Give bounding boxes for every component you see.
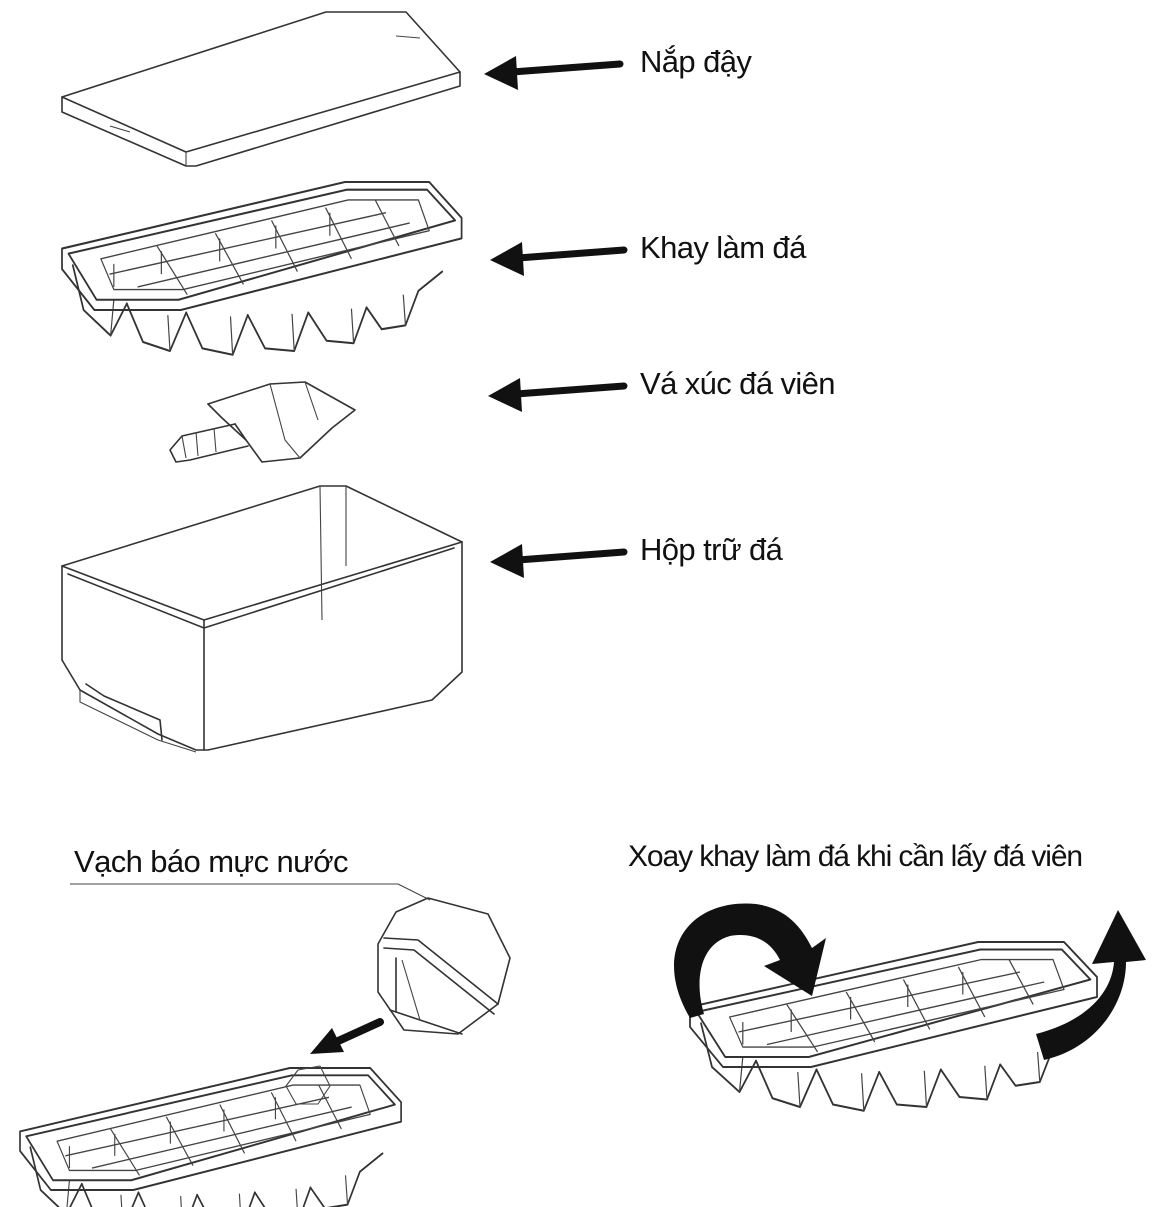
label-box: Hộp trữ đá	[640, 532, 783, 567]
water-line-zoom	[70, 883, 511, 1105]
rotate-arrow-left	[674, 903, 826, 1018]
water-line-arrow	[310, 1018, 384, 1054]
tray-rotate-drawing	[689, 941, 1098, 1112]
lid-drawing	[61, 11, 461, 167]
label-water-line: Vạch báo mực nước	[74, 844, 349, 879]
label-scoop: Vá xúc đá viên	[640, 366, 836, 401]
label-rotate-instruction: Xoay khay làm đá khi cần lấy đá viên	[628, 840, 1083, 873]
rotate-arrow-right	[1036, 910, 1146, 1060]
tray-drawing	[60, 180, 463, 356]
tray-water-line-drawing	[19, 1067, 403, 1207]
scoop-drawing	[169, 381, 356, 463]
box-drawing	[61, 485, 463, 753]
pointer-arrows	[484, 56, 628, 578]
label-tray: Khay làm đá	[640, 230, 806, 265]
label-lid: Nắp đậy	[640, 44, 752, 79]
